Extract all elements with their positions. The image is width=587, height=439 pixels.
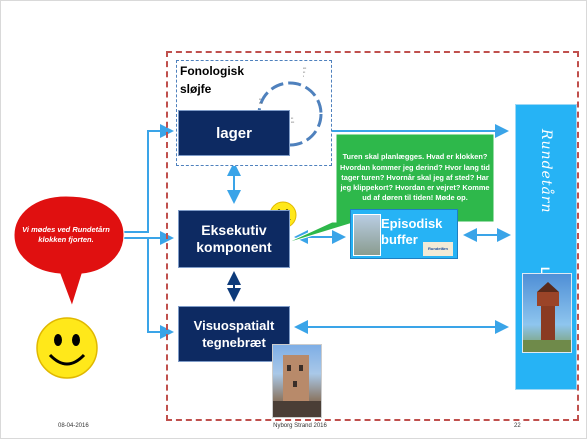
footer-page-number: 22 — [514, 423, 521, 429]
long-term-memory-panel: Rundetårn LTH — [515, 104, 577, 390]
speech-bubble-shape — [13, 195, 125, 308]
executive-label-line2: komponent — [196, 239, 272, 255]
loop-note-2: ▪▪▪▪▪ — [259, 97, 263, 105]
visuospatial-sketchpad-box: Visuospatialt tegnebræt — [178, 306, 290, 362]
round-tower-photo — [272, 344, 322, 418]
phonological-loop-title-line1: Fonologisk — [180, 64, 244, 78]
loop-note-3: ▪▪▪▪▪ — [291, 116, 295, 124]
visuospatial-label-line1: Visuospatialt — [193, 318, 275, 333]
episodic-buffer-box: Episodisk buffer Rundetårn — [350, 209, 458, 259]
footer-center: Nyborg Strand 2016 — [273, 423, 327, 429]
map-thumbnail-image: Rundetårn — [423, 242, 453, 256]
footer-date: 08-04-2016 — [58, 423, 89, 429]
thought-bubble-text: Turen skal planlægges. Hvad er klokken? … — [340, 152, 490, 203]
smiley-face-icon — [36, 317, 98, 379]
executive-label-line1: Eksekutiv — [201, 222, 267, 238]
episodic-label-line1: Episodisk — [381, 216, 443, 231]
water-tower-photo — [522, 273, 572, 353]
episodic-label-line2: buffer — [381, 232, 418, 247]
store-box: lager — [178, 110, 290, 156]
speech-bubble-text: Vi mødes ved Rundetårn klokken fjorten. — [22, 224, 110, 245]
tower-thumbnail-image — [353, 214, 381, 256]
map-thumbnail-label: Rundetårn — [428, 246, 448, 251]
executive-component-box: Eksekutiv komponent — [178, 210, 290, 268]
ltm-title: Rundetårn — [538, 129, 554, 214]
store-label: lager — [216, 124, 252, 142]
water-tower-illustration — [523, 282, 571, 352]
round-tower-illustration — [273, 355, 321, 417]
phonological-loop-title-line2: sløjfe — [180, 82, 212, 96]
phonological-loop-title: Fonologisk sløjfe — [180, 62, 244, 98]
visuospatial-label-line2: tegnebræt — [202, 335, 266, 350]
loop-note-1: ▪▪▪▪▪▪ — [303, 66, 307, 78]
working-memory-frame — [166, 51, 579, 421]
